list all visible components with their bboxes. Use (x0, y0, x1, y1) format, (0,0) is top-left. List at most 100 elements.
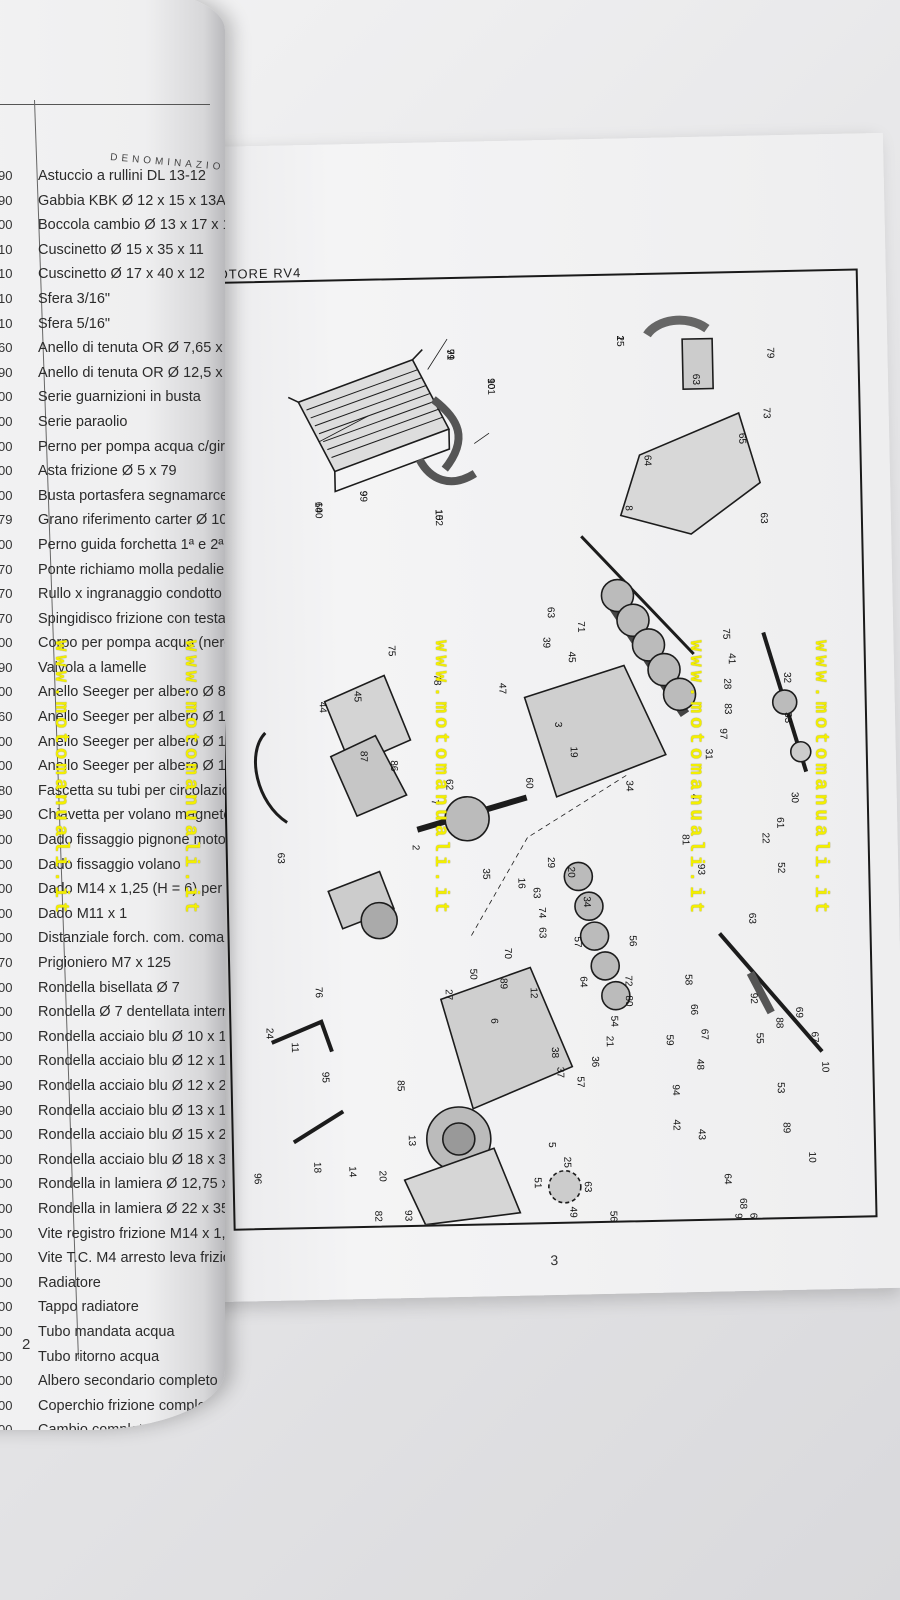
part-callout-number: 64 (642, 455, 653, 467)
part-callout-number: 44 (317, 702, 328, 714)
code-list-item: 00 (0, 905, 13, 921)
part-callout-number: 53 (775, 1082, 786, 1094)
part-callout-number: 80 (623, 995, 634, 1007)
code-list-item: 00 (0, 1274, 13, 1290)
part-callout-number: 11 (289, 1042, 300, 1053)
code-list-item: 10 (0, 266, 13, 282)
part-callout-number: 25 (561, 1157, 572, 1169)
part-callout-number: 99 (357, 491, 368, 503)
page-number-left: 2 (22, 1336, 31, 1353)
part-callout-number: 56 (607, 1211, 618, 1223)
parts-list-item: Rondella in lamiera Ø 22 x 35 x 1 (38, 1200, 225, 1217)
code-list-item: 90 (0, 807, 13, 823)
code-list-item: 00 (0, 389, 13, 405)
code-list-item: 00 (0, 979, 13, 995)
code-list-item: 00 (0, 1299, 13, 1315)
parts-list-item: Cuscinetto Ø 17 x 40 x 12 (38, 266, 205, 283)
part-callout-number: 48 (694, 1059, 705, 1071)
code-list-item: 00 (0, 1053, 13, 1069)
code-list-item: 00 (0, 1028, 13, 1044)
part-callout-number: 102 (433, 509, 444, 526)
parts-list-item: Sfera 3/16" (38, 290, 111, 307)
parts-list-item: Radiatore (38, 1274, 101, 1291)
part-callout-number: 87 (358, 751, 369, 763)
code-list-item: 00 (0, 758, 13, 774)
code-list-item: 00 (0, 1323, 13, 1339)
part-callout-number: 78 (431, 674, 442, 686)
part-callout-number: 63 (746, 913, 757, 925)
parts-list-item: Anello di tenuta OR Ø 7,65 x 1,78 (38, 340, 225, 357)
part-callout-number: 63 (690, 374, 701, 386)
code-list-item: 90 (0, 168, 13, 183)
parts-list-item: Tappo radiatore (38, 1299, 139, 1316)
parts-list-item: Serie guarnizioni in busta (38, 389, 201, 406)
parts-list-item: Fascetta su tubi per circolazione acqua (38, 782, 225, 799)
parts-list-item: Ponte richiamo molla pedaliera (38, 561, 225, 578)
code-list-item: 00 (0, 1127, 13, 1143)
part-callout-number: 30 (789, 792, 800, 804)
parts-list-item: Rondella acciaio blu Ø 10 x 16 (38, 1028, 225, 1045)
code-list-item: 00 (0, 1373, 13, 1389)
parts-list-item: Dado M14 x 1,25 (H = 6) per vite registr… (38, 881, 225, 898)
part-callout-number: 39 (540, 637, 551, 649)
parts-list-item: Corpo per pompa acqua (nero) (38, 635, 225, 652)
watermark: www.motomanuali.it (50, 640, 72, 918)
part-callout-number: 74 (536, 907, 547, 919)
part-callout-number: 92 (748, 993, 759, 1005)
part-callout-number: 63 (747, 1213, 758, 1225)
parts-list-item: Anello Seeger per albero Ø 12 (38, 709, 225, 726)
part-callout-number: 63 (531, 887, 542, 899)
watermark: www.motomanuali.it (685, 640, 707, 918)
part-callout-number: 88 (773, 1017, 784, 1029)
part-callout-number: 33 (782, 712, 793, 724)
part-callout-number: 57 (572, 936, 583, 948)
part-callout-number: 10 (806, 1152, 817, 1164)
parts-list-item: Gabbia KBK Ø 12 x 15 x 13A (38, 192, 225, 209)
part-callout-number: 20 (376, 1171, 387, 1183)
part-callout-number: 37 (554, 1067, 565, 1079)
parts-list-item: Albero secondario completo (38, 1373, 218, 1390)
parts-list-item: Tubo mandata acqua (38, 1323, 175, 1340)
part-callout-number: 24 (263, 1028, 274, 1040)
part-callout-number: 47 (496, 683, 507, 695)
part-callout-number: 22 (759, 832, 770, 844)
part-callout-number: 70 (502, 948, 513, 960)
part-callout-number: 76 (313, 987, 324, 999)
part-callout-number: 7 (429, 799, 440, 805)
part-callout-number: 63 (536, 927, 547, 939)
parts-list-item: Cuscinetto Ø 15 x 35 x 11 (38, 241, 204, 258)
part-callout-number: 71 (575, 621, 586, 633)
part-callout-number: 2 (410, 845, 421, 851)
code-list-item: 00 (0, 463, 13, 479)
part-callout-number: 79 (444, 349, 455, 361)
part-callout-number: 60 (523, 777, 534, 789)
parts-list-item: Anello Seeger per albero Ø 18 rinforzato (38, 758, 225, 775)
part-callout-number: 89 (781, 1122, 792, 1134)
part-callout-number: 79 (764, 347, 775, 359)
parts-list-item: Coperchio frizione completo (nero) (38, 1397, 225, 1414)
parts-list-item: Asta frizione Ø 5 x 79 (38, 463, 177, 480)
code-list-item: 00 (0, 1176, 13, 1192)
code-list-item: 00 (0, 856, 13, 872)
part-callout-number: 66 (688, 1004, 699, 1016)
code-list-item: 60 (0, 709, 13, 725)
part-callout-number: 59 (664, 1034, 675, 1046)
parts-list-item: Dado fissaggio pignone motore (38, 832, 225, 849)
part-callout-number: 98 (732, 1213, 743, 1225)
parts-list-item: Rondella acciaio blu Ø 18 x 30 (38, 1151, 225, 1168)
part-callout-number: 58 (682, 974, 693, 986)
page-number-right: 3 (550, 1251, 559, 1269)
code-list-item: 00 (0, 930, 13, 946)
part-callout-number: 25 (614, 335, 625, 347)
watermark: www.motomanuali.it (180, 640, 202, 918)
part-callout-number: 27 (443, 989, 454, 1001)
parts-list-item: Grano riferimento carter Ø 10 x 8 (38, 512, 225, 529)
part-callout-number: 14 (346, 1166, 357, 1178)
part-callout-number: 1 (614, 335, 625, 341)
parts-list-item: Vite registro frizione M14 x 1,25 (38, 1225, 225, 1242)
radiator-drawing (287, 349, 451, 493)
part-callout-number: 72 (622, 975, 633, 987)
parts-list-item: Busta portasfera segnamarce (38, 487, 225, 504)
part-callout-number: 86 (388, 760, 399, 772)
part-callout-number: 94 (670, 1084, 681, 1096)
